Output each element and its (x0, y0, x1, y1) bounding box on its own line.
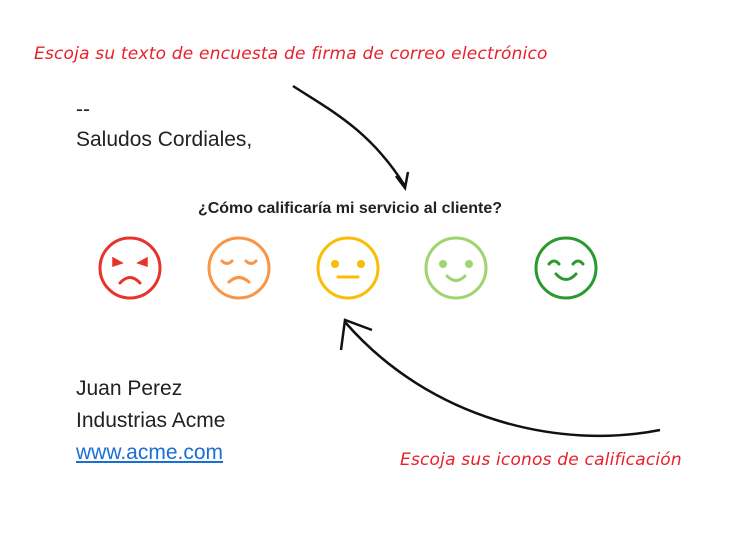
smile-face-icon[interactable] (424, 236, 488, 300)
signature-separator: -- (76, 98, 90, 121)
arrowhead-icons (339, 318, 373, 351)
angry-face-icon[interactable] (98, 236, 162, 300)
neutral-face-icon[interactable] (316, 236, 380, 300)
annotation-rating-icons: Escoja sus iconos de calificación (400, 450, 682, 470)
sad-face-icon[interactable] (207, 236, 271, 300)
signature-name: Juan Perez (76, 377, 183, 400)
arrowhead-question (395, 171, 410, 192)
arrow-to-question (292, 84, 407, 187)
signature-company: Industrias Acme (76, 409, 226, 432)
annotation-survey-text: Escoja su texto de encuesta de firma de … (34, 44, 548, 64)
signature-greeting: Saludos Cordiales, (76, 128, 253, 151)
survey-question: ¿Cómo calificaría mi servicio al cliente… (197, 200, 503, 217)
signature-website-link[interactable]: www.acme.com (76, 441, 224, 464)
happy-face-icon[interactable] (534, 236, 598, 300)
arrow-to-icons (344, 321, 661, 438)
